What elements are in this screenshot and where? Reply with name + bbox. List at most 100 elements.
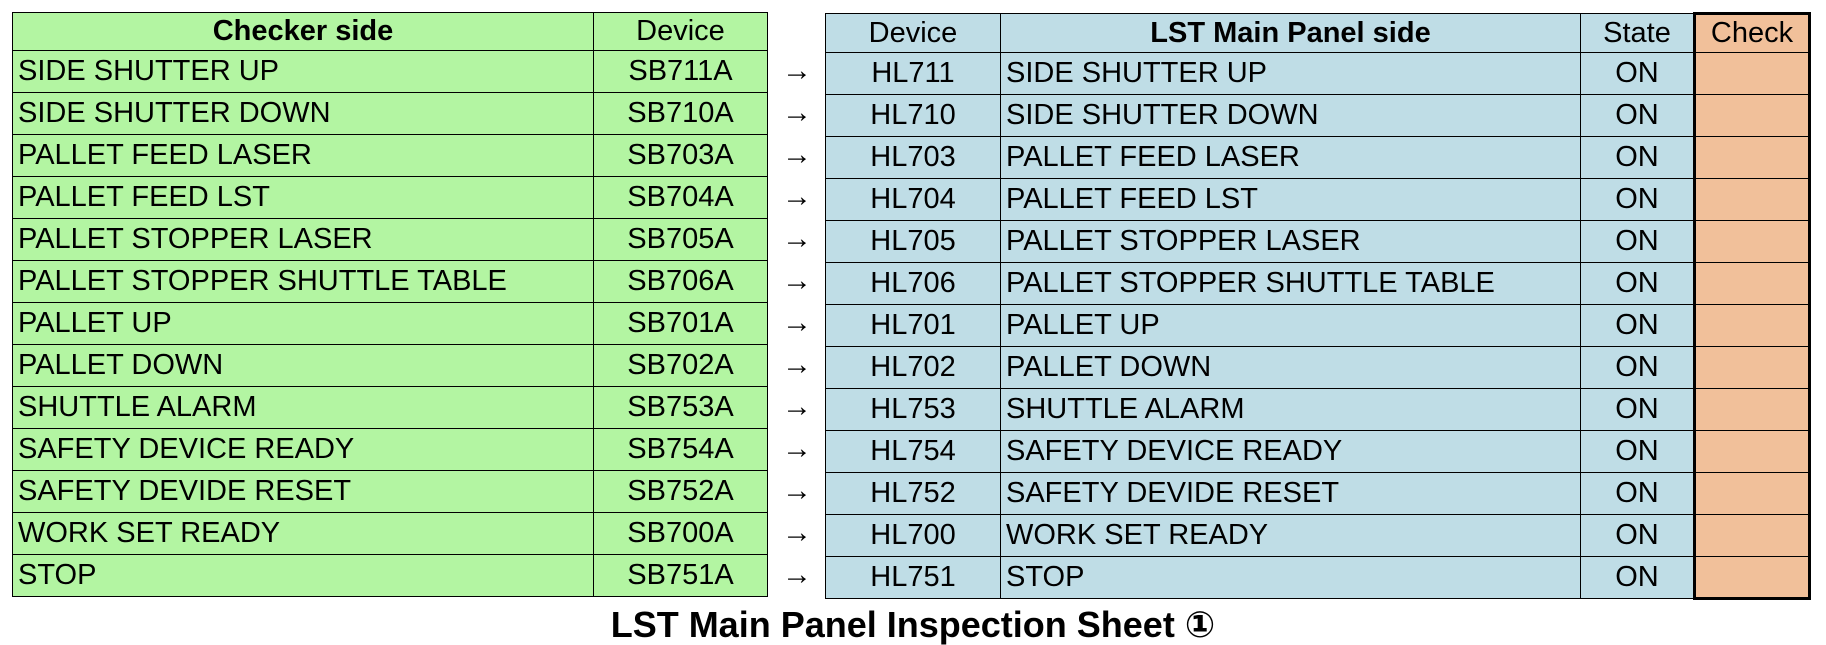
checker-signal-name: PALLET DOWN [12, 344, 594, 387]
check-cell[interactable] [1693, 304, 1811, 347]
arrow-right-icon: → [782, 96, 812, 129]
checker-device-code: SB702A [593, 344, 768, 387]
panel-device-code: HL702 [825, 346, 1001, 389]
state-value: ON [1580, 346, 1695, 389]
panel-signal-name: SAFETY DEVIDE RESET [1000, 472, 1581, 515]
checker-signal-name: PALLET UP [12, 302, 594, 345]
checker-signal-name: SHUTTLE ALARM [12, 386, 594, 429]
check-header: Check [1693, 12, 1811, 53]
checker-device-code: SB706A [593, 260, 768, 303]
check-cell[interactable] [1693, 472, 1811, 515]
checker-signal-name: STOP [12, 554, 594, 597]
panel-device-code: HL700 [825, 514, 1001, 557]
panel-signal-name: STOP [1000, 556, 1581, 599]
panel-signal-name: WORK SET READY [1000, 514, 1581, 557]
check-cell[interactable] [1693, 94, 1811, 137]
checker-device-code: SB754A [593, 428, 768, 471]
arrow-right-icon: → [782, 474, 812, 507]
checker-device-code: SB705A [593, 218, 768, 261]
state-value: ON [1580, 304, 1695, 347]
panel-device-code: HL704 [825, 178, 1001, 221]
arrow-right-icon: → [782, 348, 812, 381]
state-value: ON [1580, 472, 1695, 515]
arrow-right-icon: → [782, 516, 812, 549]
lst-main-panel-table: Device LST Main Panel side State Check H… [825, 12, 1811, 600]
state-header: State [1580, 13, 1695, 53]
check-cell[interactable] [1693, 52, 1811, 95]
panel-device-code: HL751 [825, 556, 1001, 599]
arrow-right-icon: → [782, 138, 812, 171]
sheet-title: LST Main Panel Inspection Sheet ① [610, 604, 1216, 645]
state-value: ON [1580, 94, 1695, 137]
checker-device-code: SB753A [593, 386, 768, 429]
check-cell[interactable] [1693, 430, 1811, 473]
check-cell[interactable] [1693, 262, 1811, 305]
checker-device-code: SB751A [593, 554, 768, 597]
check-cell[interactable] [1693, 388, 1811, 431]
panel-device-code: HL711 [825, 52, 1001, 95]
checker-side-header: Checker side [12, 12, 594, 51]
check-cell[interactable] [1693, 556, 1811, 600]
state-value: ON [1580, 430, 1695, 473]
panel-signal-name: PALLET FEED LST [1000, 178, 1581, 221]
arrow-header-spacer [769, 12, 825, 50]
checker-signal-name: PALLET FEED LST [12, 176, 594, 219]
checker-signal-name: PALLET STOPPER LASER [12, 218, 594, 261]
panel-signal-name: SIDE SHUTTER UP [1000, 52, 1581, 95]
arrow-right-icon: → [782, 558, 812, 591]
check-cell[interactable] [1693, 346, 1811, 389]
checker-signal-name: PALLET STOPPER SHUTTLE TABLE [12, 260, 594, 303]
panel-signal-name: PALLET UP [1000, 304, 1581, 347]
state-value: ON [1580, 514, 1695, 557]
checker-device-code: SB703A [593, 134, 768, 177]
arrow-right-icon: → [782, 222, 812, 255]
arrow-column: →→→→→→→→→→→→→ [769, 12, 825, 596]
checker-signal-name: SAFETY DEVIDE RESET [12, 470, 594, 513]
state-value: ON [1580, 388, 1695, 431]
state-value: ON [1580, 556, 1695, 599]
checker-signal-name: SIDE SHUTTER UP [12, 50, 594, 93]
check-cell[interactable] [1693, 514, 1811, 557]
state-value: ON [1580, 220, 1695, 263]
panel-signal-name: PALLET DOWN [1000, 346, 1581, 389]
panel-signal-name: SHUTTLE ALARM [1000, 388, 1581, 431]
panel-side-header: LST Main Panel side [1000, 13, 1581, 53]
panel-device-code: HL710 [825, 94, 1001, 137]
arrow-right-icon: → [782, 390, 812, 423]
panel-signal-name: PALLET FEED LASER [1000, 136, 1581, 179]
panel-signal-name: SIDE SHUTTER DOWN [1000, 94, 1581, 137]
panel-device-code: HL753 [825, 388, 1001, 431]
checker-device-code: SB701A [593, 302, 768, 345]
checker-device-code: SB752A [593, 470, 768, 513]
check-cell[interactable] [1693, 220, 1811, 263]
check-cell[interactable] [1693, 178, 1811, 221]
arrow-right-icon: → [782, 180, 812, 213]
panel-device-code: HL705 [825, 220, 1001, 263]
check-cell[interactable] [1693, 136, 1811, 179]
panel-device-code: HL752 [825, 472, 1001, 515]
panel-header-row: Device LST Main Panel side State Check [825, 12, 1811, 53]
checker-device-code: SB700A [593, 512, 768, 555]
state-value: ON [1580, 178, 1695, 221]
state-value: ON [1580, 52, 1695, 95]
